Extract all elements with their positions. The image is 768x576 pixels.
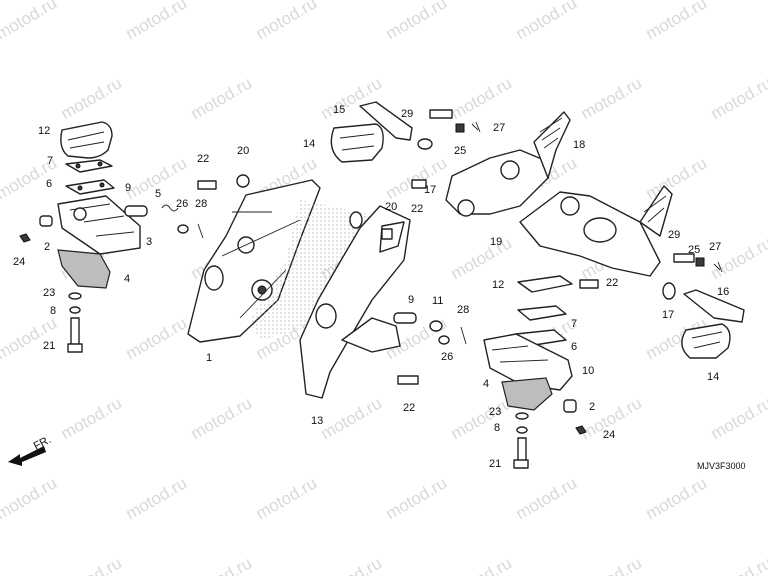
callout-number: 28 xyxy=(195,198,207,210)
callout-number: 22 xyxy=(411,203,423,215)
watermark-text: motod.ru xyxy=(708,73,768,123)
callout-number: 14 xyxy=(303,138,315,150)
callout-number: 6 xyxy=(46,178,52,190)
watermark-text: motod.ru xyxy=(448,393,516,443)
front-direction-arrow: FR. xyxy=(8,434,53,466)
right-footpeg-assembly xyxy=(483,275,587,469)
watermark-text: motod.ru xyxy=(578,553,646,576)
callout-number: 12 xyxy=(38,125,50,137)
callout-number: 29 xyxy=(668,229,680,241)
center-hardware xyxy=(341,312,467,385)
callout-number: 25 xyxy=(454,145,466,157)
callout-number: 21 xyxy=(43,340,55,352)
callout-number: 8 xyxy=(494,422,500,434)
callout-number: 26 xyxy=(441,351,453,363)
watermark-text: motod.ru xyxy=(123,0,191,43)
watermark-text: motod.ru xyxy=(318,393,386,443)
callout-number: 20 xyxy=(237,145,249,157)
callout-number: 12 xyxy=(492,279,504,291)
watermark-text: motod.ru xyxy=(0,473,60,523)
left-footpeg-assembly xyxy=(19,121,250,353)
watermark-text: motod.ru xyxy=(58,73,126,123)
callout-number: 1 xyxy=(206,352,212,364)
watermark-text: motod.ru xyxy=(0,0,60,43)
watermark-text: motod.ru xyxy=(383,0,451,43)
callout-number: 21 xyxy=(489,458,501,470)
callout-number: 13 xyxy=(311,415,323,427)
watermark-text: motod.ru xyxy=(708,553,768,576)
callout-number: 27 xyxy=(709,241,721,253)
watermark-text: motod.ru xyxy=(318,553,386,576)
callout-number: 5 xyxy=(155,188,161,200)
callout-number: 2 xyxy=(589,401,595,413)
callout-number: 7 xyxy=(47,155,53,167)
watermark-text: motod.ru xyxy=(58,393,126,443)
right-step-holder xyxy=(445,111,571,217)
watermark-text: motod.ru xyxy=(643,473,711,523)
callout-number: 9 xyxy=(125,182,131,194)
callout-number: 20 xyxy=(385,201,397,213)
callout-number: 17 xyxy=(662,309,674,321)
callout-number: 4 xyxy=(483,378,489,390)
watermark-text: motod.ru xyxy=(253,473,321,523)
direction-label: FR. xyxy=(32,434,53,453)
callout-number: 8 xyxy=(50,305,56,317)
callout-number: 6 xyxy=(571,341,577,353)
callout-number: 14 xyxy=(707,371,719,383)
watermark-text: motod.ru xyxy=(58,553,126,576)
callout-number: 22 xyxy=(197,153,209,165)
callout-number: 29 xyxy=(401,108,413,120)
watermark-text: motod.ru xyxy=(188,553,256,576)
watermark-text: motod.ru xyxy=(383,473,451,523)
callout-number: 15 xyxy=(333,104,345,116)
watermark-text: motod.ru xyxy=(123,473,191,523)
callout-number: 27 xyxy=(493,122,505,134)
callout-number: 16 xyxy=(717,286,729,298)
callout-number: 2 xyxy=(44,241,50,253)
watermark-text: motod.ru xyxy=(188,393,256,443)
callout-number: 11 xyxy=(432,295,443,307)
watermark-text: motod.ru xyxy=(448,73,516,123)
heel-guard xyxy=(299,205,411,399)
callout-number: 23 xyxy=(43,287,55,299)
callout-number: 10 xyxy=(582,365,594,377)
callout-number: 22 xyxy=(606,277,618,289)
right-heel-holder xyxy=(519,185,673,289)
callout-number: 4 xyxy=(124,273,130,285)
watermark-text: motod.ru xyxy=(123,313,191,363)
watermark-text: motod.ru xyxy=(448,233,516,283)
watermark-text: motod.ru xyxy=(643,153,711,203)
left-step-holder xyxy=(187,179,370,343)
watermark-text: motod.ru xyxy=(513,0,581,43)
watermark-text: motod.ru xyxy=(383,153,451,203)
callout-number: 28 xyxy=(457,304,469,316)
callout-number: 18 xyxy=(573,139,585,151)
callout-number: 23 xyxy=(489,406,501,418)
callout-number: 9 xyxy=(408,294,414,306)
watermark-text: motod.ru xyxy=(448,553,516,576)
callout-number: 7 xyxy=(571,318,577,330)
right-lower-pillion xyxy=(662,253,745,359)
callout-number: 25 xyxy=(688,244,700,256)
watermark-text: motod.ru xyxy=(188,73,256,123)
watermark-text: motod.ru xyxy=(253,0,321,43)
watermark-text: motod.ru xyxy=(578,73,646,123)
watermark-text: motod.ru xyxy=(708,393,768,443)
diagram-code: MJV3F3000 xyxy=(697,461,746,471)
watermark-text: motod.ru xyxy=(0,313,60,363)
watermark-text: motod.ru xyxy=(513,473,581,523)
callout-number: 3 xyxy=(146,236,152,248)
callout-number: 24 xyxy=(13,256,25,268)
callout-number: 17 xyxy=(424,184,436,196)
callout-number: 24 xyxy=(603,429,615,441)
callout-number: 26 xyxy=(176,198,188,210)
callout-number: 19 xyxy=(490,236,502,248)
right-pillion-footpeg xyxy=(330,101,481,189)
watermark-text: motod.ru xyxy=(643,0,711,43)
callout-number: 22 xyxy=(403,402,415,414)
